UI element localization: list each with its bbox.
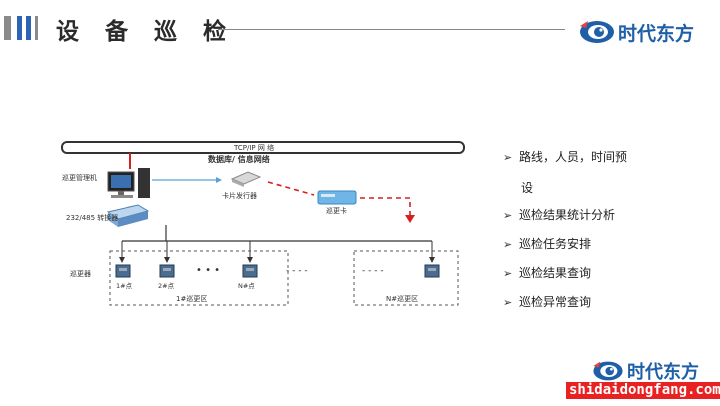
arrow-bullet-icon: ➢ <box>503 296 513 309</box>
brand-logo-text: 时代东方 <box>618 22 695 45</box>
converter-icon <box>106 204 150 227</box>
network-label: TCP/IP 网 络 <box>233 143 274 152</box>
zone-box <box>353 250 459 306</box>
footer-logo: 时代东方 <box>591 358 699 384</box>
computer-icon <box>107 168 150 198</box>
accent-bar <box>35 16 38 40</box>
zone-label: 1#巡更区 <box>176 294 207 303</box>
list-item: ➢巡检异常查询 <box>503 295 592 309</box>
patrol-point-icon <box>159 264 175 278</box>
converter-label: 232/485 转换器 <box>66 213 118 222</box>
list-item: ➢路线，人员，时间预 <box>503 150 628 164</box>
title-accent-bars <box>4 16 48 40</box>
accent-bar <box>26 16 31 40</box>
patrol-card-icon <box>317 190 357 205</box>
patrol-system-diagram: TCP/IP 网 络 数据库/ 信息网络 巡更管理机 卡片发行器 巡更卡 232… <box>46 135 468 308</box>
patrol-point-icon <box>242 264 258 278</box>
ellipsis-dashes: - - - - <box>286 266 308 276</box>
patrol-device-label: 巡更器 <box>70 269 91 278</box>
patrol-point-icon <box>115 264 131 278</box>
zone-box <box>109 250 289 306</box>
point-label: 2#点 <box>158 282 175 290</box>
feature-list: ➢路线，人员，时间预 设 ➢巡检结果统计分析 ➢巡检任务安排 ➢巡检结果查询 ➢… <box>497 136 648 312</box>
arrow-bullet-icon: ➢ <box>503 267 513 280</box>
arrow-bullet-icon: ➢ <box>503 238 513 251</box>
card-issuer-icon <box>230 171 262 187</box>
eye-logo-icon <box>593 361 623 381</box>
list-item-continuation: 设 <box>521 181 534 195</box>
arrow-bullet-icon: ➢ <box>503 151 513 164</box>
card-link <box>267 181 315 196</box>
patrol-card-label: 巡更卡 <box>326 206 347 215</box>
red-arrow-down-icon <box>405 215 415 223</box>
list-item: ➢巡检结果查询 <box>503 266 592 280</box>
ellipsis-dots: • • • <box>196 265 220 276</box>
accent-bar <box>4 16 11 40</box>
card-issuer-label: 卡片发行器 <box>222 191 257 200</box>
point-label: 1#点 <box>116 282 133 290</box>
title-divider <box>218 29 565 30</box>
patrol-point-icon <box>424 264 440 278</box>
arrow-bullet-icon: ➢ <box>503 209 513 222</box>
manager-label: 巡更管理机 <box>62 173 97 182</box>
zone-label: N#巡更区 <box>386 294 418 303</box>
point-label: N#点 <box>238 282 255 290</box>
eye-logo-icon <box>580 21 614 43</box>
ellipsis-dashes: - - - - <box>362 266 384 276</box>
page-title: 设 备 巡 检 <box>56 19 236 45</box>
accent-bar <box>17 16 22 40</box>
brand-logo: 时代东方 <box>578 18 694 46</box>
list-item: ➢巡检结果统计分析 <box>503 208 616 222</box>
network-bus <box>61 141 465 154</box>
site-watermark: shidaidongfang.com <box>566 382 720 399</box>
diagram-subtitle: 数据库/ 信息网络 <box>208 154 270 164</box>
list-item: ➢巡检任务安排 <box>503 237 592 251</box>
footer-logo-text: 时代东方 <box>627 362 699 383</box>
